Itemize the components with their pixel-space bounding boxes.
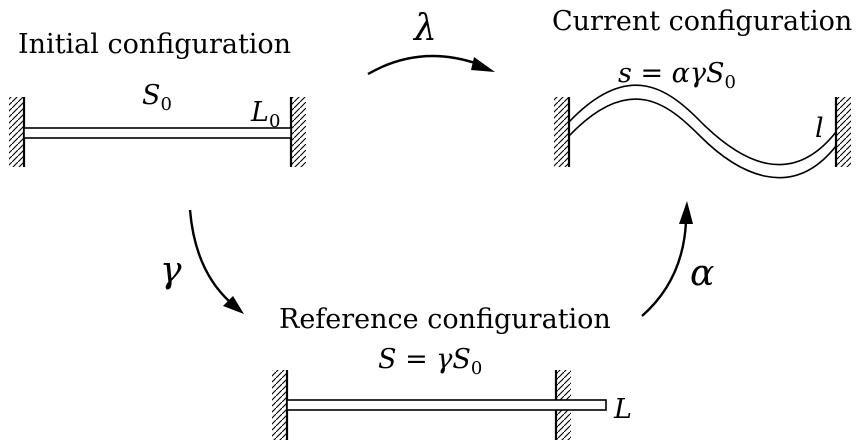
current-right-wall xyxy=(834,97,851,167)
current-left-wall xyxy=(554,97,571,167)
initial-configuration: Initial configuration S0 L0 xyxy=(9,29,306,167)
current-equation: s = αγS0 xyxy=(618,58,736,93)
reference-left-wall xyxy=(272,370,289,440)
current-buckled-beam xyxy=(568,84,837,179)
gamma-arrow: γ xyxy=(160,209,244,314)
initial-left-wall xyxy=(9,97,26,167)
lambda-label: λ xyxy=(412,8,437,49)
gamma-label: γ xyxy=(160,250,182,291)
reference-l-label: L xyxy=(613,394,632,425)
current-title: Current configuration xyxy=(552,6,852,37)
reference-beam xyxy=(286,399,607,411)
initial-right-wall xyxy=(289,97,306,167)
initial-title: Initial configuration xyxy=(18,29,291,60)
reference-title: Reference configuration xyxy=(279,304,611,335)
initial-beam xyxy=(23,127,292,139)
initial-l0-label: L0 xyxy=(250,97,280,132)
alpha-arrow: α xyxy=(641,201,714,317)
initial-s0-label: S0 xyxy=(142,80,172,115)
reference-equation: S = γS0 xyxy=(378,344,482,379)
current-configuration: Current configuration s = αγS0 l xyxy=(552,6,852,179)
current-l-label: l xyxy=(815,113,824,144)
lambda-arrow: λ xyxy=(367,8,495,76)
alpha-label: α xyxy=(690,253,714,294)
reference-configuration: Reference configuration S = γS0 L xyxy=(272,304,632,440)
